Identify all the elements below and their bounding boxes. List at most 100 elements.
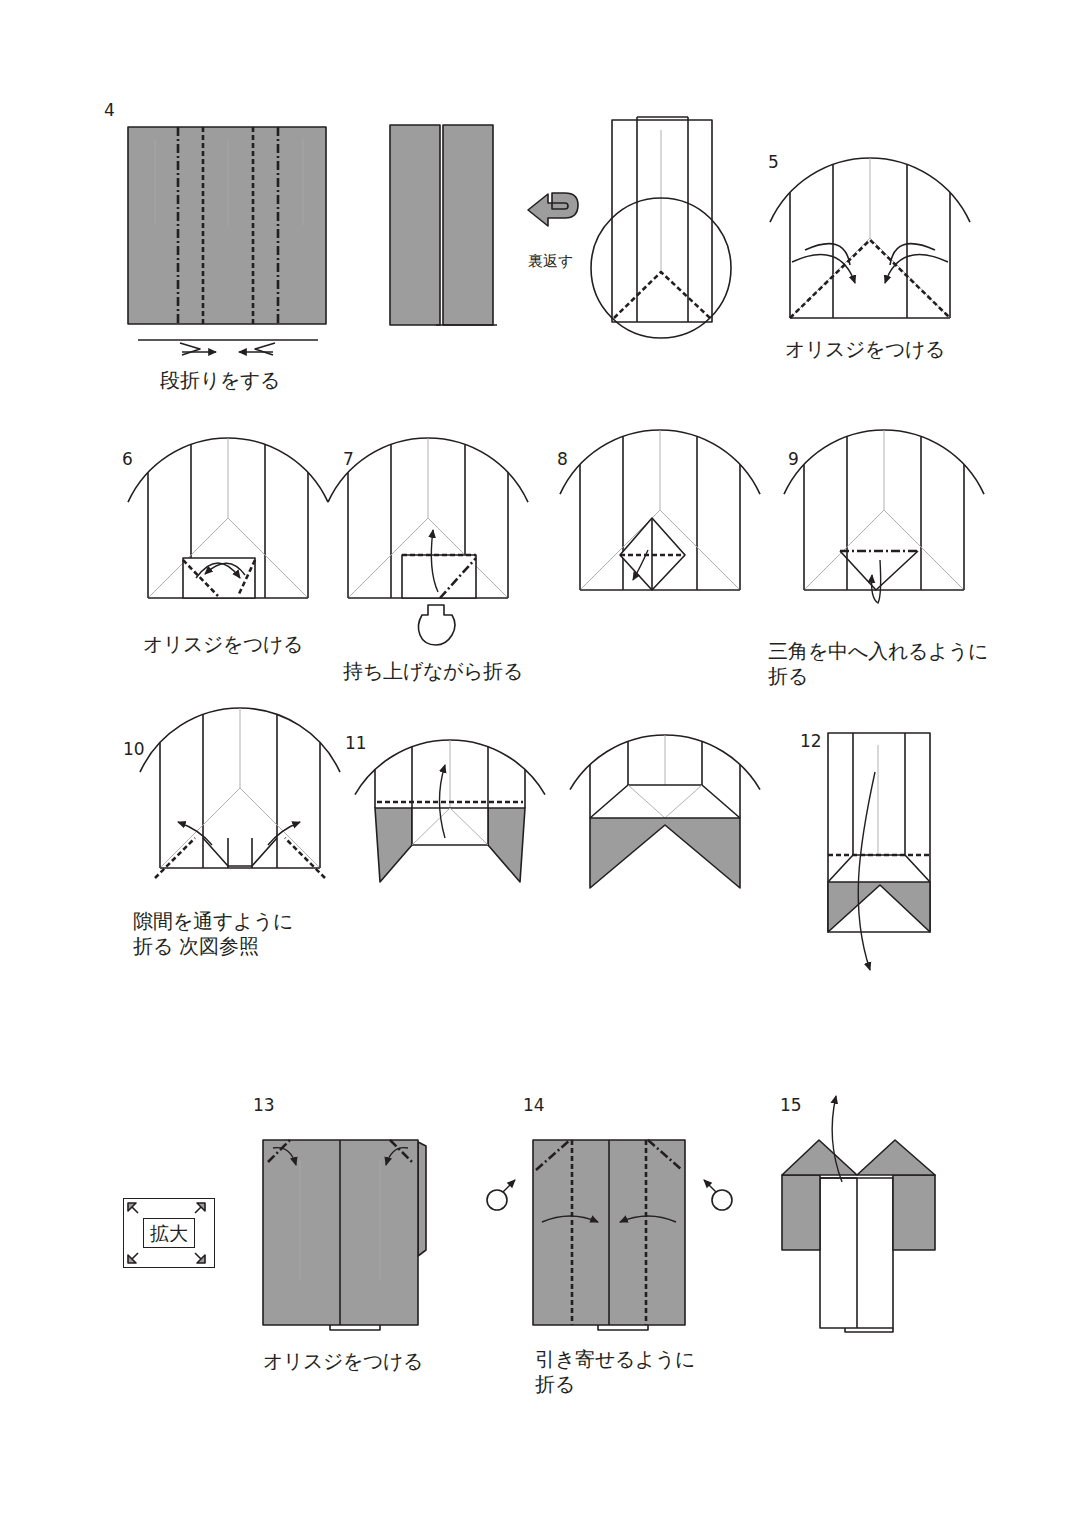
paper-flap bbox=[412, 808, 488, 845]
paper-edge bbox=[696, 436, 698, 590]
paper-flap bbox=[828, 882, 930, 932]
crease bbox=[804, 510, 964, 590]
paper-edge bbox=[339, 1140, 341, 1325]
paper-edge bbox=[852, 733, 854, 855]
paper-edge bbox=[832, 164, 834, 318]
paper-edge bbox=[803, 465, 805, 590]
crease bbox=[884, 430, 885, 510]
crease bbox=[160, 788, 320, 868]
paper-edge bbox=[804, 589, 964, 591]
fold-arrow bbox=[872, 560, 881, 603]
paper-edge bbox=[739, 465, 741, 590]
fold-arrow bbox=[273, 1148, 296, 1165]
paper-edge bbox=[390, 444, 392, 598]
fold-arrow bbox=[885, 255, 948, 283]
paper-edge bbox=[845, 1328, 893, 1332]
step-number: 5 bbox=[768, 152, 779, 172]
paper-edge bbox=[846, 436, 848, 590]
crease bbox=[412, 808, 488, 845]
valley-fold bbox=[252, 127, 255, 324]
crease bbox=[380, 1160, 381, 1280]
fold-arrow bbox=[633, 550, 648, 580]
paper-edge bbox=[820, 1177, 857, 1179]
step-number: 12 bbox=[800, 731, 822, 751]
mountain-fold bbox=[440, 558, 476, 598]
paper-edge bbox=[160, 867, 320, 869]
crease bbox=[428, 438, 429, 518]
paper-edge bbox=[507, 473, 509, 598]
valley-fold bbox=[620, 554, 685, 557]
crease bbox=[148, 518, 308, 598]
valley-fold bbox=[571, 1140, 574, 1325]
instruction-text: オリスジをつける bbox=[785, 337, 945, 362]
fold-arrow bbox=[858, 772, 875, 970]
paper-edge bbox=[147, 473, 149, 598]
enlarge-label: 拡大 bbox=[143, 1218, 195, 1248]
paper-flap bbox=[402, 555, 476, 598]
paper-edge bbox=[789, 193, 791, 318]
paper-panel bbox=[443, 125, 493, 325]
paper-edge bbox=[159, 743, 161, 868]
pleat-arrow bbox=[255, 343, 275, 355]
step-number: 14 bbox=[523, 1095, 545, 1115]
paper-edge bbox=[436, 324, 497, 326]
fold-arrow bbox=[890, 244, 935, 265]
instruction-text: 裏返す bbox=[528, 249, 573, 274]
zoom-circle bbox=[591, 198, 731, 338]
fold-arrow bbox=[440, 765, 446, 838]
crease bbox=[228, 438, 229, 518]
paper-edge bbox=[203, 838, 277, 866]
pinch-icon bbox=[487, 1190, 507, 1210]
pinch-icon bbox=[704, 1180, 716, 1192]
valley-fold bbox=[155, 838, 195, 878]
enlarge-arrow bbox=[195, 1207, 201, 1213]
instruction-text: オリスジをつける bbox=[263, 1349, 423, 1374]
paper-edge bbox=[411, 747, 413, 808]
paper-strip bbox=[612, 120, 712, 322]
paper-edge bbox=[963, 465, 965, 590]
paper-body bbox=[820, 1178, 893, 1328]
instruction-text: 引き寄せるように 折る bbox=[535, 1347, 695, 1397]
paper-edge bbox=[590, 785, 740, 818]
crease bbox=[228, 140, 229, 225]
crease bbox=[870, 158, 871, 238]
paper-edge bbox=[251, 838, 253, 868]
paper-edge bbox=[264, 444, 266, 598]
valley-fold bbox=[828, 854, 930, 857]
paper-edge bbox=[330, 1325, 380, 1330]
paper-square bbox=[128, 127, 326, 324]
paper-edge bbox=[276, 714, 278, 868]
step-number: 7 bbox=[343, 449, 354, 469]
paper-body bbox=[533, 1140, 685, 1325]
mountain-fold bbox=[648, 1140, 682, 1170]
step-number: 15 bbox=[780, 1095, 802, 1115]
crease bbox=[660, 430, 661, 510]
step-number: 4 bbox=[104, 100, 115, 120]
mountain-fold bbox=[536, 1140, 570, 1170]
fold-arrow bbox=[805, 244, 850, 265]
valley-fold bbox=[614, 272, 710, 318]
paper-edge bbox=[202, 714, 204, 868]
crease bbox=[661, 130, 662, 270]
mountain-fold bbox=[177, 127, 180, 324]
paper-edge bbox=[906, 164, 908, 318]
pleat-arrow bbox=[180, 343, 200, 355]
zoom-arc bbox=[570, 735, 760, 790]
step-number: 13 bbox=[253, 1095, 275, 1115]
lift-icon bbox=[418, 605, 455, 645]
paper-flap bbox=[620, 518, 685, 590]
crease bbox=[348, 518, 508, 598]
crease bbox=[790, 238, 950, 318]
paper-collar bbox=[782, 1140, 857, 1175]
step-number: 9 bbox=[788, 449, 799, 469]
crease bbox=[450, 740, 451, 808]
step-number: 10 bbox=[123, 739, 145, 759]
enlarge-arrow bbox=[132, 1253, 138, 1259]
pleat-arrow bbox=[239, 351, 273, 352]
paper-strip bbox=[828, 733, 930, 932]
paper-collar bbox=[857, 1140, 935, 1175]
paper-edge bbox=[636, 117, 638, 322]
paper-flap bbox=[488, 808, 525, 882]
paper-flap bbox=[590, 818, 740, 888]
paper-edge bbox=[840, 551, 918, 590]
